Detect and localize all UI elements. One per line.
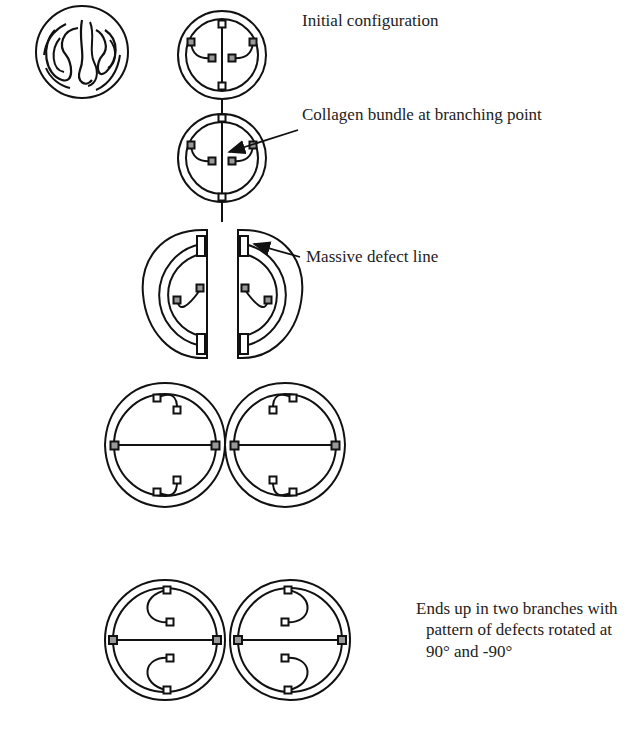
- branch-left-healing: [105, 383, 225, 507]
- annotation-label: Massive defect line: [306, 246, 606, 267]
- annotation-label: Initial configuration: [302, 10, 602, 31]
- branch-right-final: [230, 580, 350, 700]
- branching-cell: [178, 100, 266, 222]
- branch-right-healing: [225, 383, 345, 507]
- leader-arrow: [229, 130, 298, 152]
- leader-arrow: [254, 244, 300, 257]
- micrograph: [36, 6, 128, 98]
- annotation-label: Collagen bundle at branching point: [302, 104, 612, 125]
- initial-cell: [178, 11, 266, 99]
- left-half: [143, 230, 207, 358]
- right-half: [238, 230, 302, 358]
- annotation-label: Ends up in two branches with pattern of …: [416, 598, 626, 662]
- branch-left-final: [105, 580, 225, 700]
